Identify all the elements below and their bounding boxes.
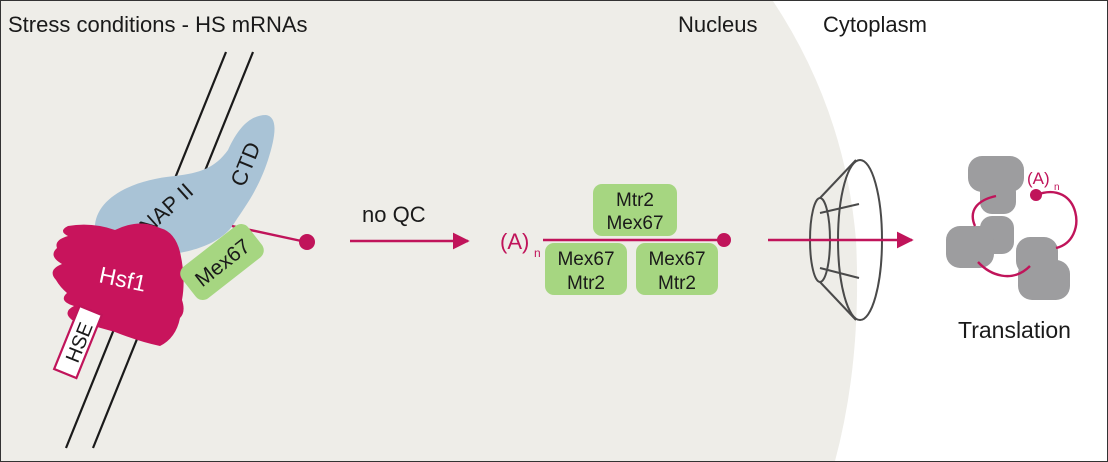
ribosome-left [946, 216, 1014, 268]
mrnp-polya-label: (A) [500, 229, 529, 254]
translation-polya-label: (A) [1027, 169, 1050, 188]
mrnp-br-line2: Mtr2 [658, 273, 696, 294]
nucleus-label: Nucleus [678, 12, 757, 37]
mrnp-br-line1: Mex67 [648, 249, 705, 270]
translating-mrna [971, 191, 1078, 278]
translation-polya-subscript: n [1054, 182, 1060, 193]
translation-label: Translation [958, 317, 1071, 343]
mrnp-cap [717, 233, 731, 247]
mrnp-complex [543, 184, 731, 295]
mrnp-box-top [593, 184, 677, 236]
translating-mrna-cap [1030, 189, 1042, 201]
figure-title: Stress conditions - HS mRNAs [8, 12, 308, 37]
mrnp-top-line2: Mex67 [606, 213, 663, 234]
cytoplasm-label: Cytoplasm [823, 12, 927, 37]
ribosome-right [1016, 237, 1070, 300]
mrnp-box-bottom-left [545, 243, 627, 295]
nucleus-region [1, 1, 858, 461]
mrnp-box-bottom-right [636, 243, 718, 295]
mrna-cap [299, 234, 315, 250]
mrnp-bl-line2: Mtr2 [567, 273, 605, 294]
no-qc-label: no QC [362, 202, 426, 227]
mrnp-polya-subscript: n [534, 246, 541, 260]
mrnp-bl-line1: Mex67 [557, 249, 614, 270]
ribosome-top [968, 156, 1024, 214]
mrnp-top-line1: Mtr2 [616, 190, 654, 211]
rnap-ii [94, 115, 275, 255]
